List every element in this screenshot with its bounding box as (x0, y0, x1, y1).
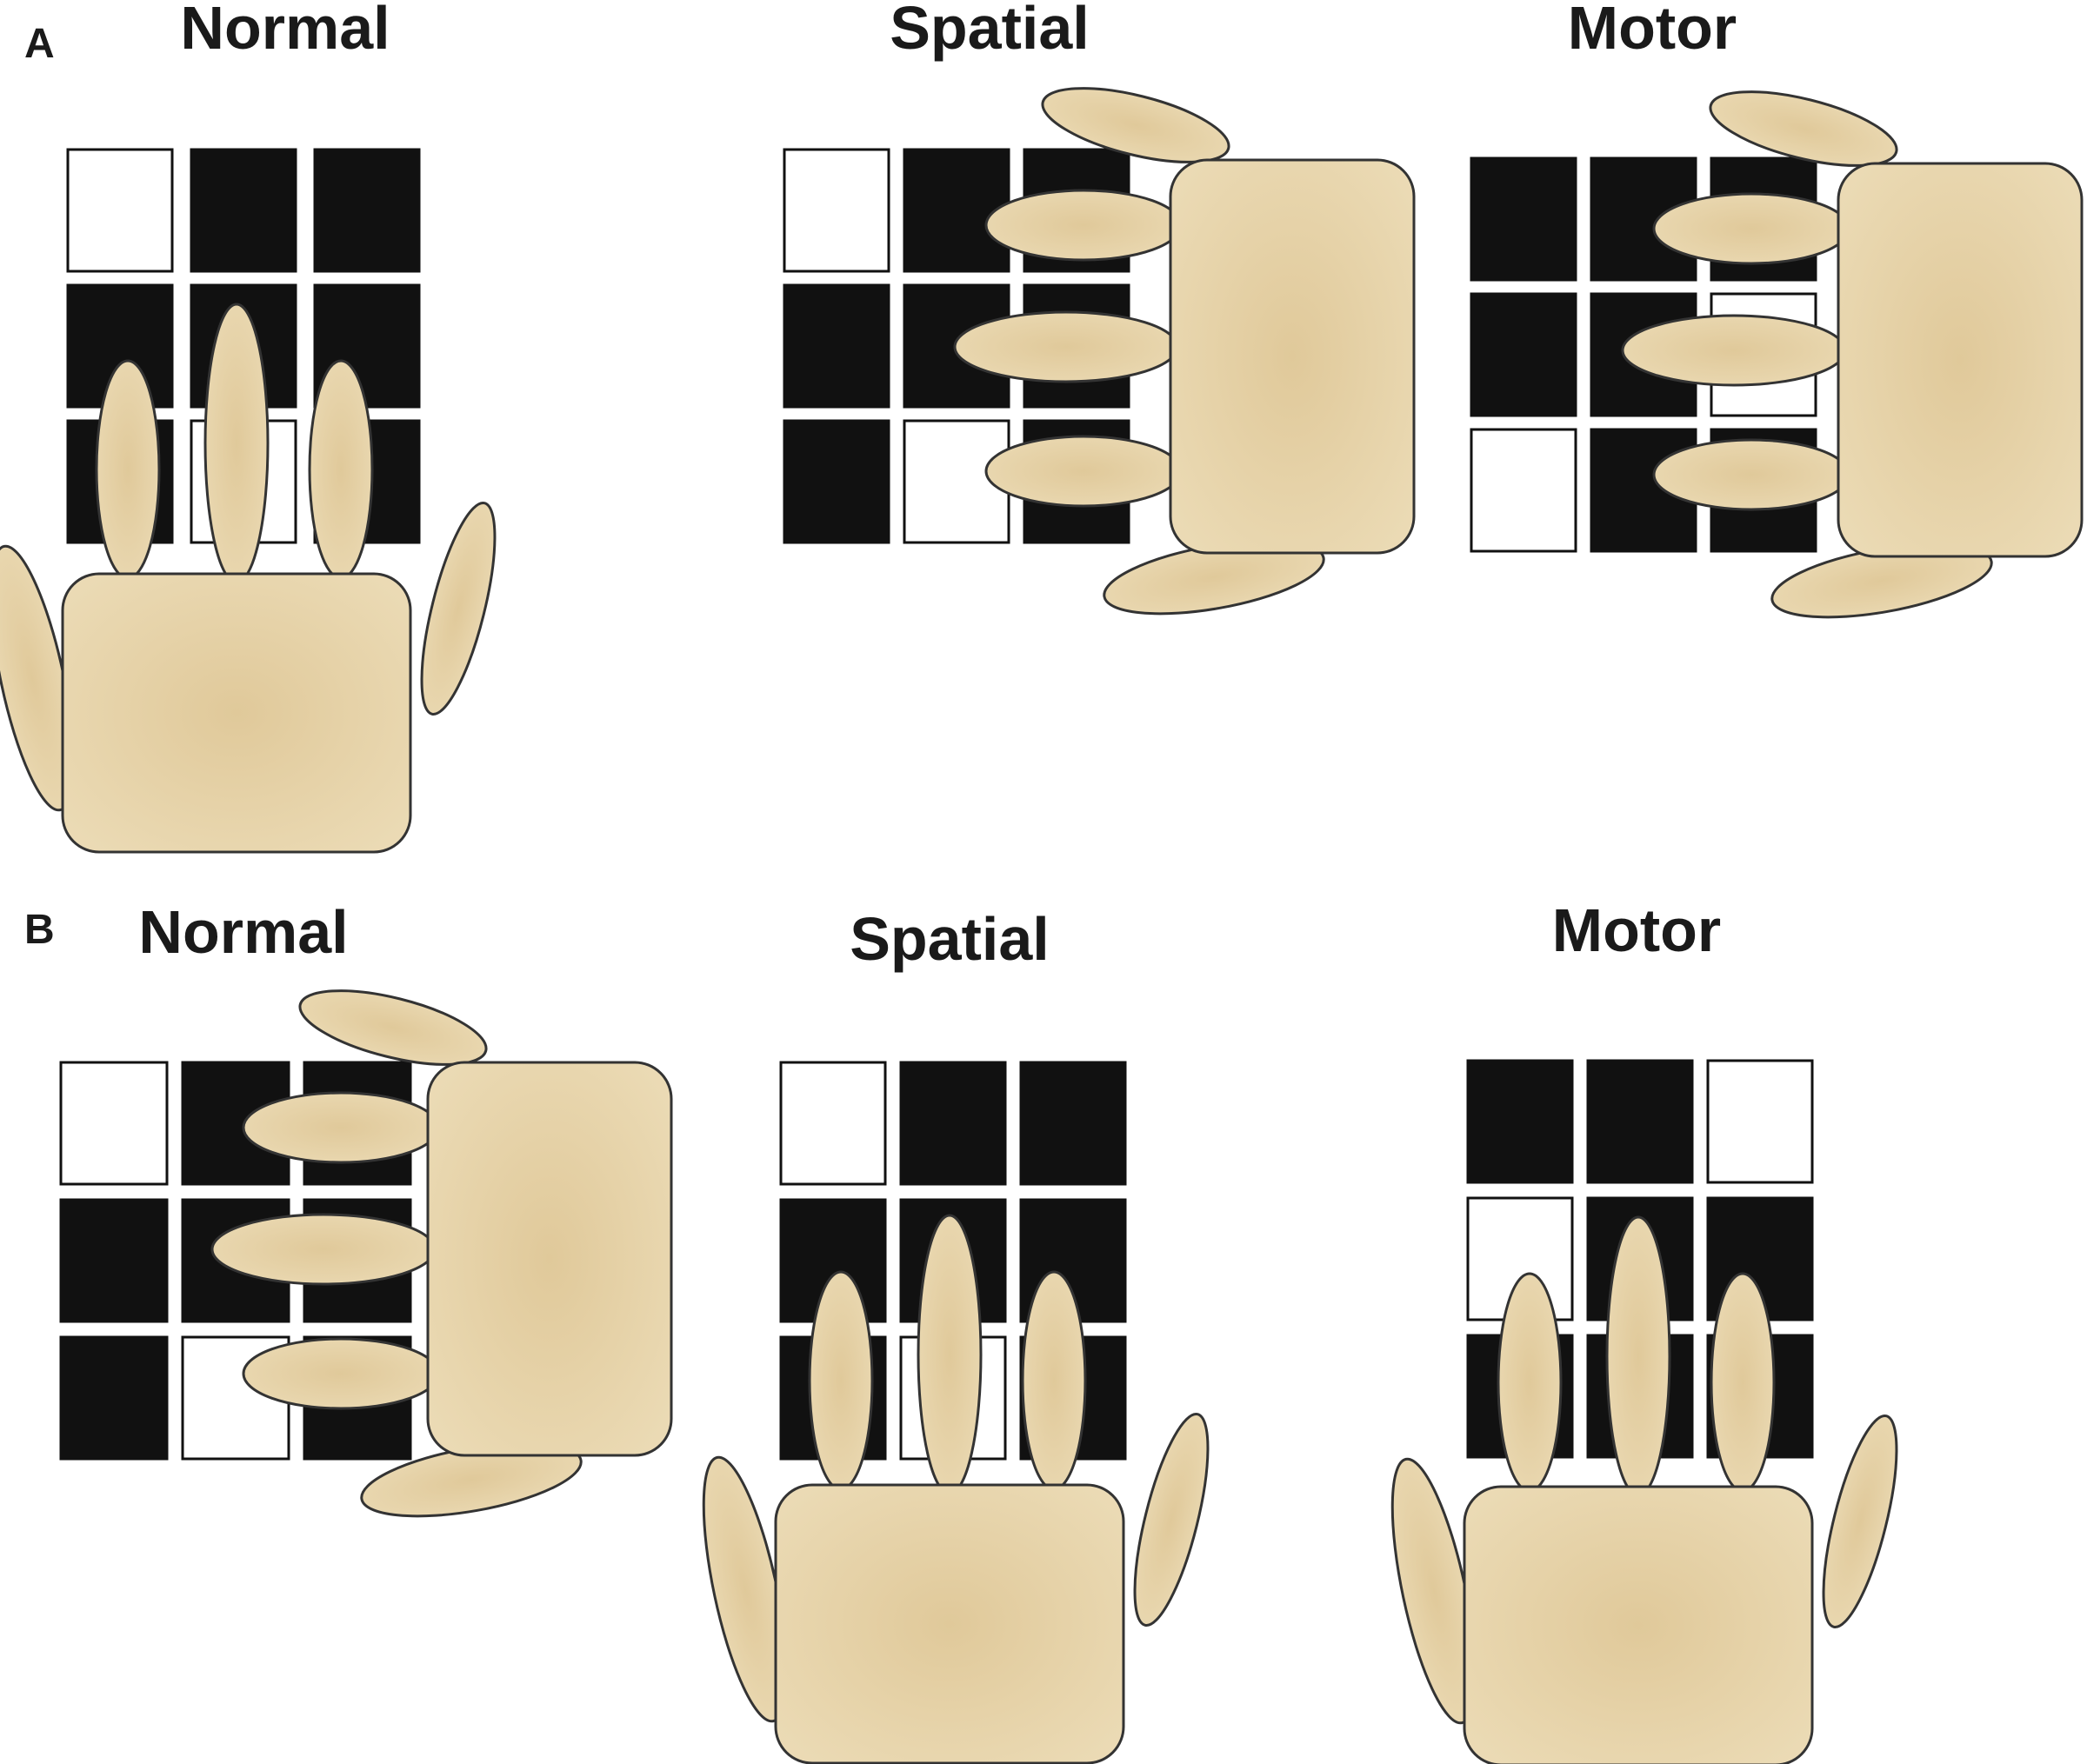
grid-cell (1586, 1059, 1694, 1184)
finger (1652, 438, 1850, 511)
hands (0, 87, 2084, 1764)
grid-cell (190, 148, 297, 273)
grid-cell (1470, 292, 1577, 417)
palm (426, 1061, 673, 1457)
pinky (1133, 1412, 1210, 1628)
finger (1497, 1272, 1563, 1493)
finger (242, 1337, 440, 1410)
hand-b-normal (210, 989, 673, 1518)
grid-cell (1466, 1059, 1574, 1184)
condition-title-a-normal: Normal (180, 0, 390, 62)
finger (1652, 192, 1850, 265)
grid-cell (783, 283, 890, 409)
finger (984, 189, 1183, 262)
hand-a-motor (1621, 90, 2084, 619)
panel-label-b: B (24, 907, 55, 953)
palm (61, 572, 412, 854)
grid-cell (59, 1061, 169, 1186)
thumb (1709, 90, 1898, 167)
finger (1605, 1215, 1671, 1497)
grid-cell (779, 1061, 887, 1186)
palm (774, 1483, 1125, 1764)
finger (95, 359, 161, 580)
palm (1169, 158, 1416, 555)
finger (984, 435, 1183, 508)
finger (808, 1270, 874, 1491)
finger (953, 310, 1179, 383)
condition-title-a-motor: Motor (1568, 0, 1737, 62)
finger (1710, 1272, 1776, 1493)
pinky (420, 501, 497, 716)
finger (242, 1091, 440, 1164)
thumb (298, 989, 488, 1066)
panel-label-a: A (24, 21, 55, 67)
finger (308, 359, 374, 580)
condition-title-b-motor: Motor (1552, 896, 1721, 964)
palm (1463, 1485, 1814, 1764)
finger (917, 1214, 983, 1495)
finger (1021, 1270, 1087, 1491)
grid-cell (59, 1335, 169, 1461)
condition-title-a-spatial: Spatial (890, 0, 1090, 62)
grid-cell (313, 148, 421, 273)
grid-cell (1019, 1061, 1127, 1186)
condition-title-b-normal: Normal (138, 898, 348, 966)
grid-cell (783, 419, 890, 544)
thumb (1041, 87, 1230, 163)
pinky (1822, 1414, 1898, 1629)
grid-cell (1470, 156, 1577, 282)
finger (210, 1213, 437, 1286)
finger (203, 303, 270, 584)
hand-b-motor (1390, 1215, 1898, 1764)
grid-cell (59, 1198, 169, 1323)
grid-cell (1706, 1059, 1814, 1184)
hand-b-spatial (702, 1214, 1210, 1764)
grid-cell (899, 1061, 1007, 1186)
condition-title-b-spatial: Spatial (850, 905, 1050, 973)
finger (1621, 314, 1847, 387)
hand-a-normal (0, 303, 497, 854)
grid-cell (66, 148, 174, 273)
hand-a-spatial (953, 87, 1416, 616)
grid-cell (783, 148, 890, 273)
grid-cell (1470, 428, 1577, 553)
palm (1837, 162, 2084, 558)
